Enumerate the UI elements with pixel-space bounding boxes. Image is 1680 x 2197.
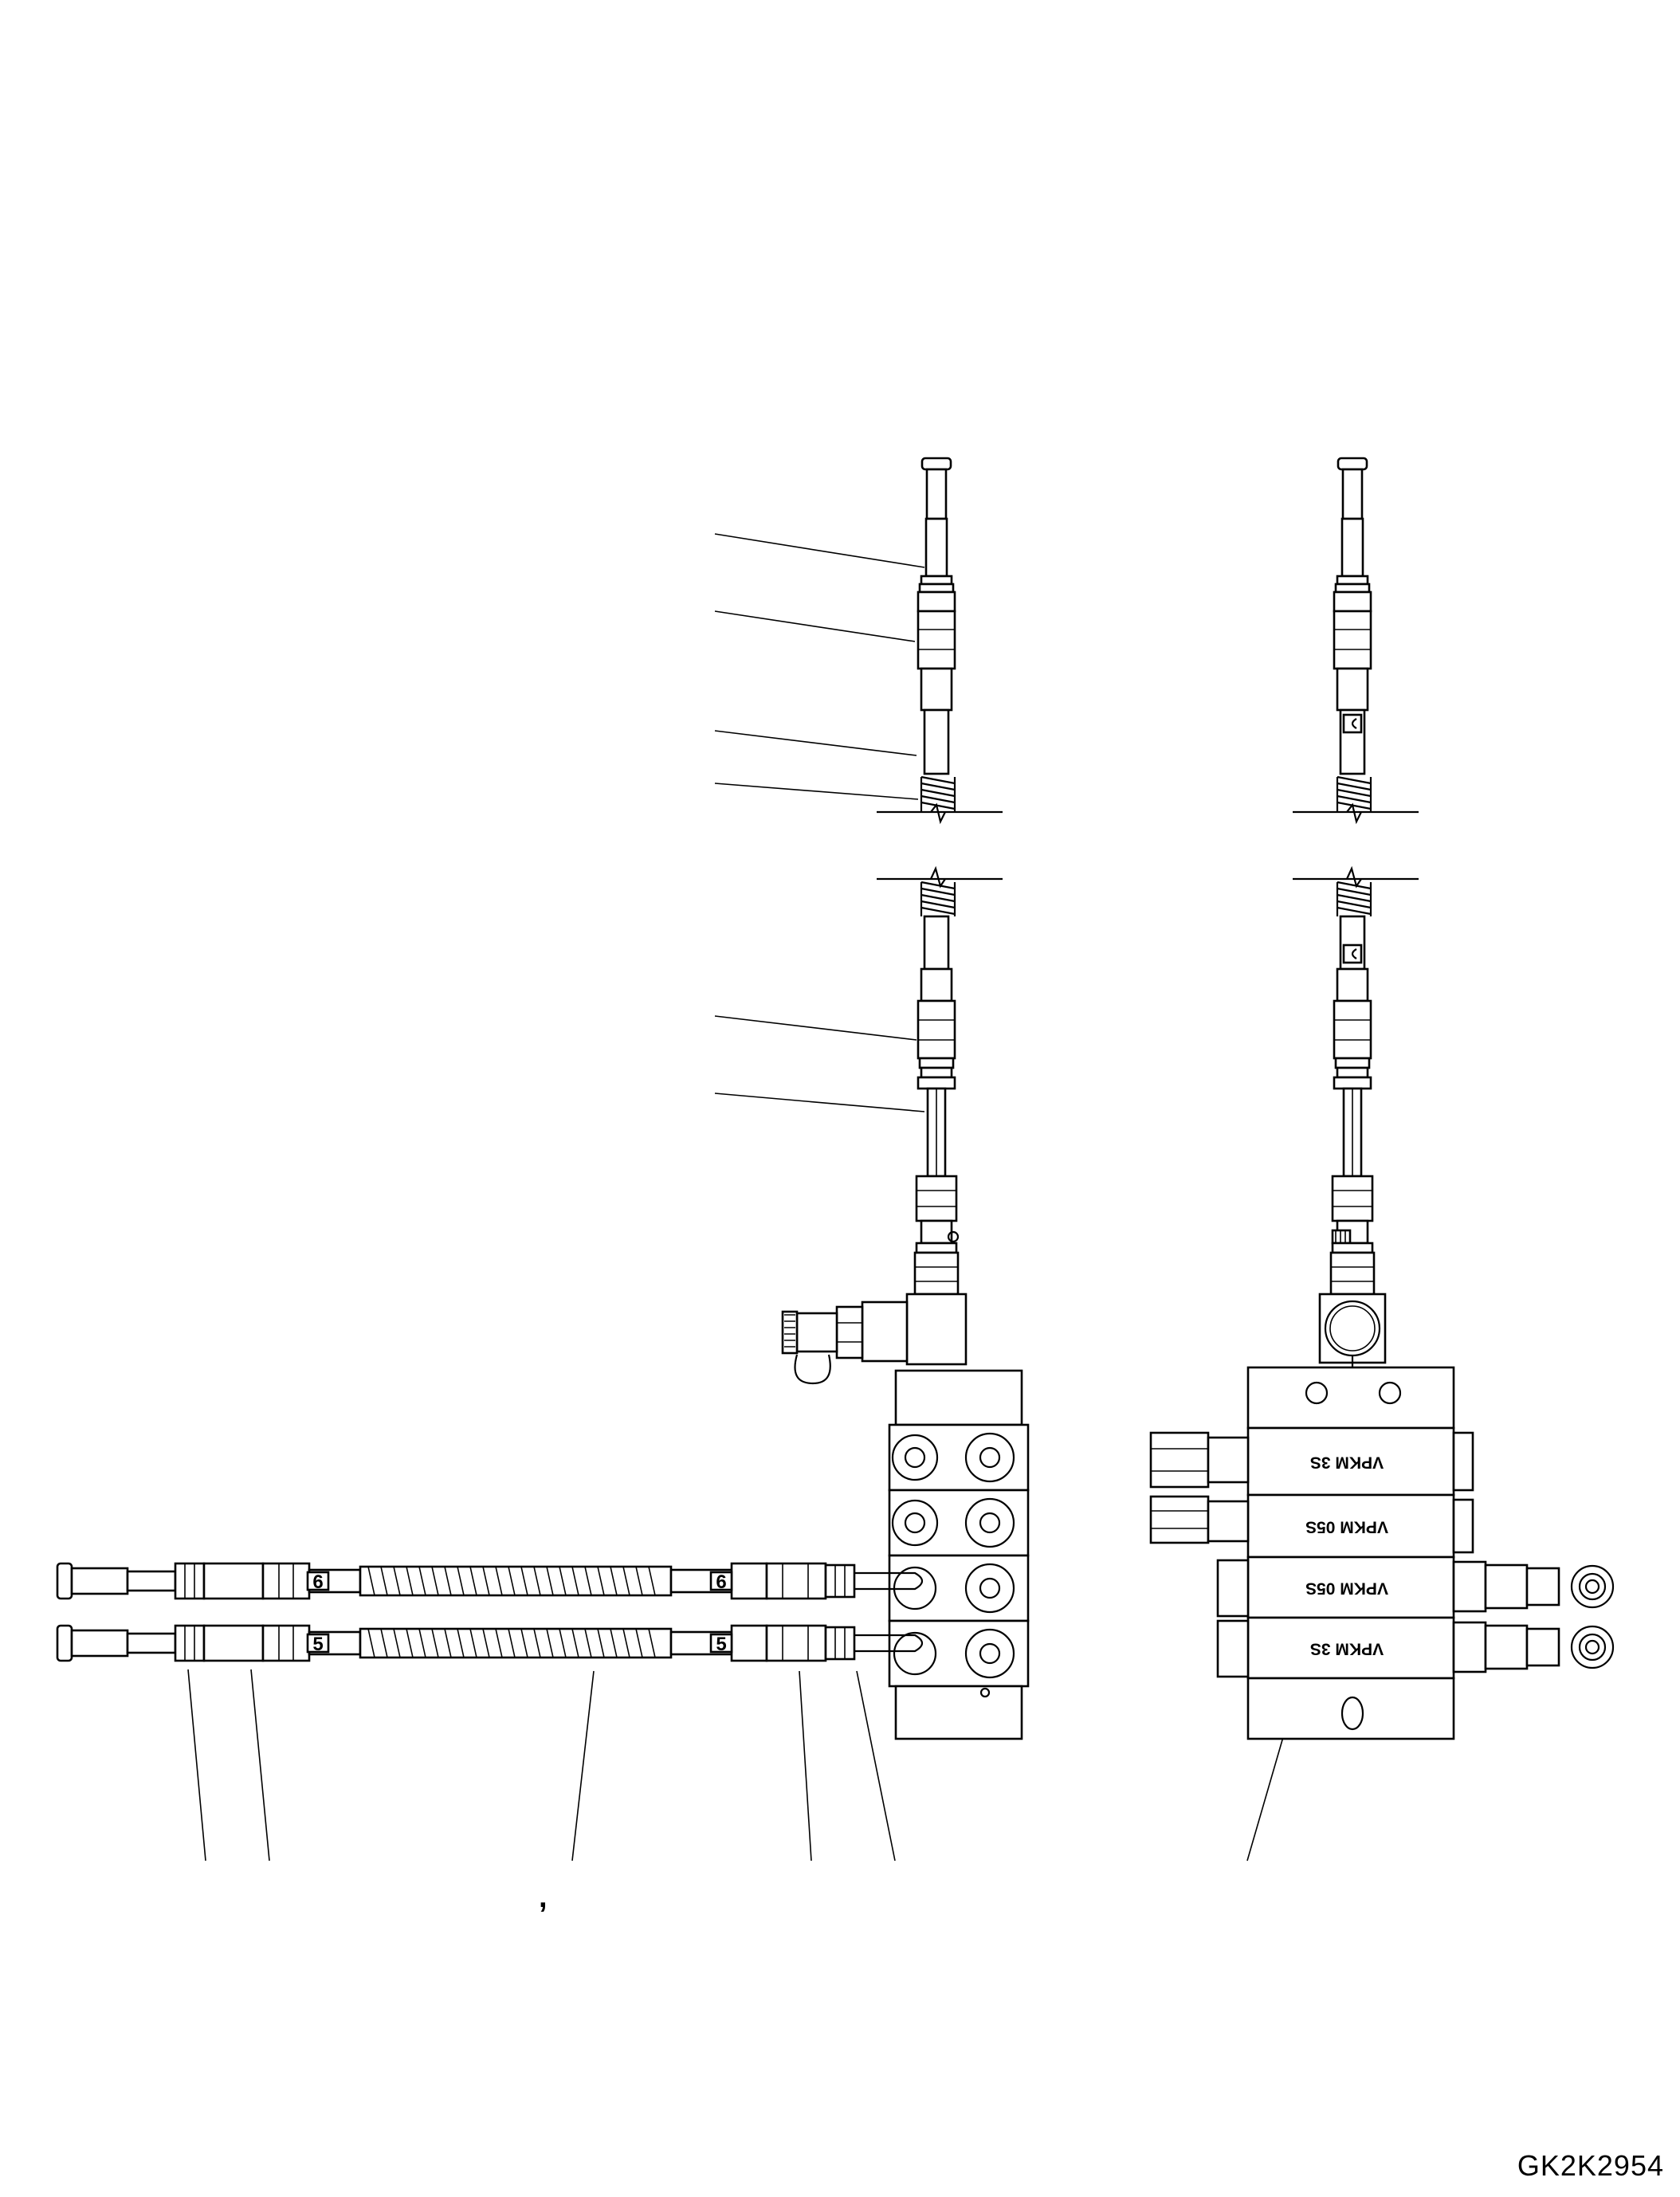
right-view-distributor: VPKM 3S VPKM 05S VPKM 05S VPKM 3S [1149, 1366, 1615, 1740]
left-view-distributor [888, 1369, 1030, 1740]
left-view-upper-line [877, 457, 1003, 825]
right-view-break-lower [1293, 865, 1419, 889]
block-label-2: VPKM 05S [1305, 1517, 1388, 1536]
block-label-3: VPKM 05S [1305, 1579, 1388, 1597]
hose-upper: 6 6 [56, 1562, 924, 1600]
right-view-upper-line [1293, 457, 1419, 825]
hose-tag-lower-left: 5 [312, 1634, 323, 1655]
right-view-lower-line [1318, 881, 1387, 1383]
hose-tag-lower-right: 5 [716, 1634, 726, 1655]
block-label-1: VPKM 3S [1310, 1453, 1384, 1471]
left-upper-spring [920, 775, 956, 812]
hose-lower: 5 5 [56, 1624, 924, 1662]
drawing-code: GK2K2954 [1517, 2149, 1664, 2182]
leader-lines [187, 533, 1284, 1862]
block-label-4: VPKM 3S [1310, 1639, 1384, 1658]
stray-comma-mark: , [539, 1881, 548, 1914]
hose-tag-upper-right: 6 [716, 1571, 726, 1593]
left-view-break-lower [877, 865, 1003, 889]
hose-tag-upper-left: 6 [312, 1571, 323, 1593]
left-view-elbow-fitting [781, 1293, 968, 1385]
left-view-lower-line [913, 881, 960, 1296]
